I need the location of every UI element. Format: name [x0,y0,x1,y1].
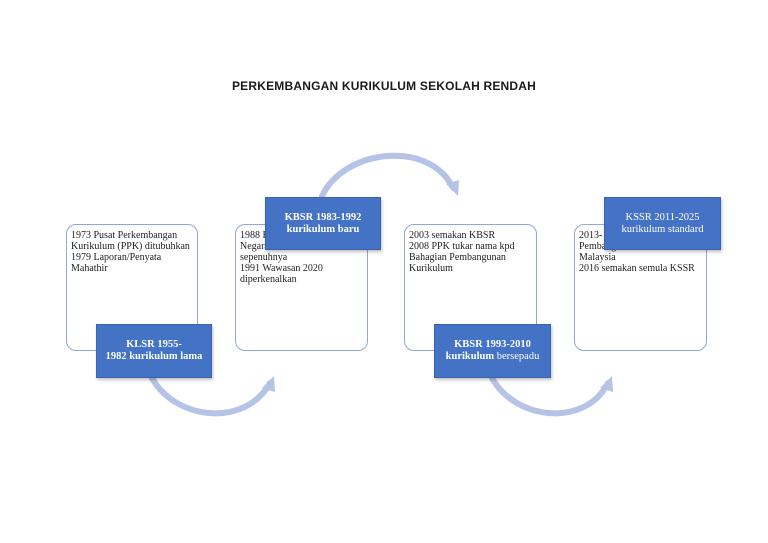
arrow-stage2-to-stage3 [319,152,456,199]
stage-label-2: KBSR 1983-1992 kurikulum baru [265,197,381,250]
stage-4-details: 2013- Pembang Malaysia 2016 semakan semu… [579,230,695,274]
arrow-head-1 [262,376,275,392]
stage-label-4: KSSR 2011-2025 kurikulum standard [604,197,721,250]
stage-3-details: 2003 semakan KBSR 2008 PPK tukar nama kp… [409,230,515,274]
page-title: PERKEMBANGAN KURIKULUM SEKOLAH RENDAH [231,79,537,93]
stage-1-details: 1973 Pusat Perkembangan Kurikulum (PPK) … [71,230,190,274]
arrow-stage3-to-stage4 [489,375,611,417]
arrow-stage1-to-stage2 [149,375,273,417]
arrow-head-3 [600,376,613,392]
arrow-head-2 [446,180,459,196]
stage-label-3: KBSR 1993-2010 kurikulum bersepadu [434,324,551,378]
stage-label-1: KLSR 1955- 1982 kurikulum lama [96,324,212,378]
stage-2-details: 1988 KBSR Negara sepenuhnya 1991 Wawasan… [240,230,323,285]
